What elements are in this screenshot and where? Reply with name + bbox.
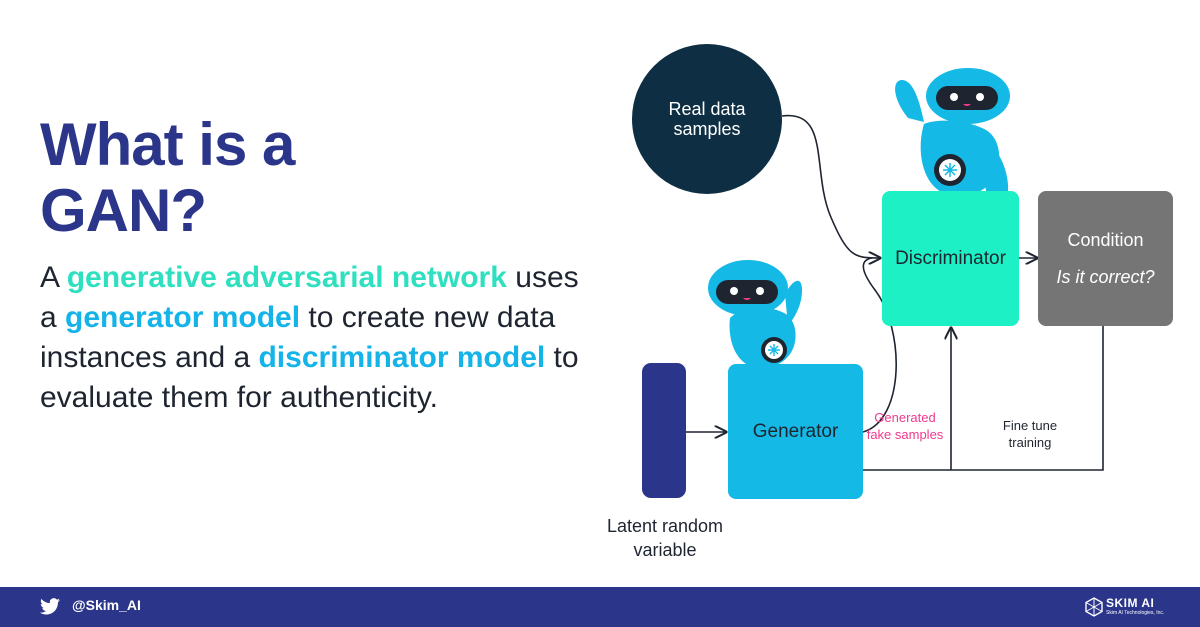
title-line-1: What is a xyxy=(40,111,295,178)
highlight-gan: generative adversarial network xyxy=(66,261,507,294)
latent-variable-label: Latent random variable xyxy=(606,516,724,560)
twitter-handle[interactable]: @Skim_AI xyxy=(72,597,141,613)
generator-label: Generator xyxy=(752,420,839,442)
condition-node: Condition Is it correct? xyxy=(1038,191,1173,326)
highlight-discriminator: discriminator model xyxy=(258,341,546,374)
footer-bar xyxy=(0,587,1200,627)
skim-ai-logo-icon xyxy=(1085,597,1103,617)
robot-icon xyxy=(708,260,802,368)
condition-title: Condition xyxy=(1067,229,1144,250)
desc-text-4: to evaluate them for authenticity. xyxy=(40,341,579,414)
desc-text-1: A xyxy=(40,261,67,294)
highlight-generator: generator model xyxy=(65,301,301,334)
desc-text-2: uses a xyxy=(40,261,579,334)
fine-tune-training-label: Fine tune training xyxy=(1002,418,1058,450)
real-to-discriminator-connector xyxy=(781,114,880,258)
feedback-loop-line xyxy=(863,326,1104,471)
generated-fake-samples-label: Generated fake samples xyxy=(866,410,944,442)
generator-node: Generator xyxy=(728,364,863,499)
twitter-icon[interactable] xyxy=(40,598,60,615)
discriminator-label: Discriminator xyxy=(895,247,1006,269)
page-title: What is a GAN? xyxy=(40,112,460,244)
real-data-node: Real data samples xyxy=(632,44,782,194)
brand-subtitle: Skim AI Technologies, Inc. xyxy=(1106,610,1165,616)
real-data-label: Real data samples xyxy=(668,99,746,139)
condition-question: Is it correct? xyxy=(1056,266,1155,287)
title-line-2: GAN? xyxy=(40,177,207,244)
brand-name: SKIM AI xyxy=(1106,596,1155,610)
latent-variable-bar xyxy=(642,363,686,498)
description-paragraph: A generative adversarial network uses a … xyxy=(40,258,600,418)
robot-icon xyxy=(895,68,1010,212)
discriminator-node: Discriminator xyxy=(882,191,1019,326)
desc-text-3: to create new data instances and a xyxy=(40,301,556,374)
